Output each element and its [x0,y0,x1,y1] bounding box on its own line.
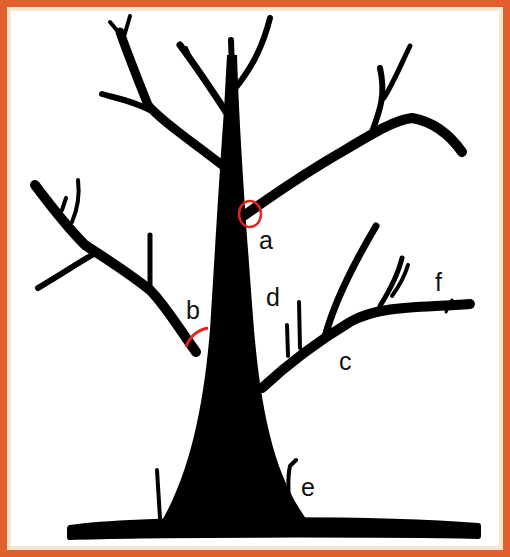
part-label: a [259,228,273,253]
branch-collar-arc [186,328,208,347]
frame-ground [11,11,499,546]
part-label: f [435,270,442,295]
pruning-cut-circle [239,201,261,227]
trunk [160,55,310,524]
frame-inner-border [7,7,503,550]
part-label: e [301,475,315,500]
part-label: c [339,349,352,374]
ground [70,520,478,537]
part-label: b [186,298,200,323]
part-label: d [266,285,280,310]
